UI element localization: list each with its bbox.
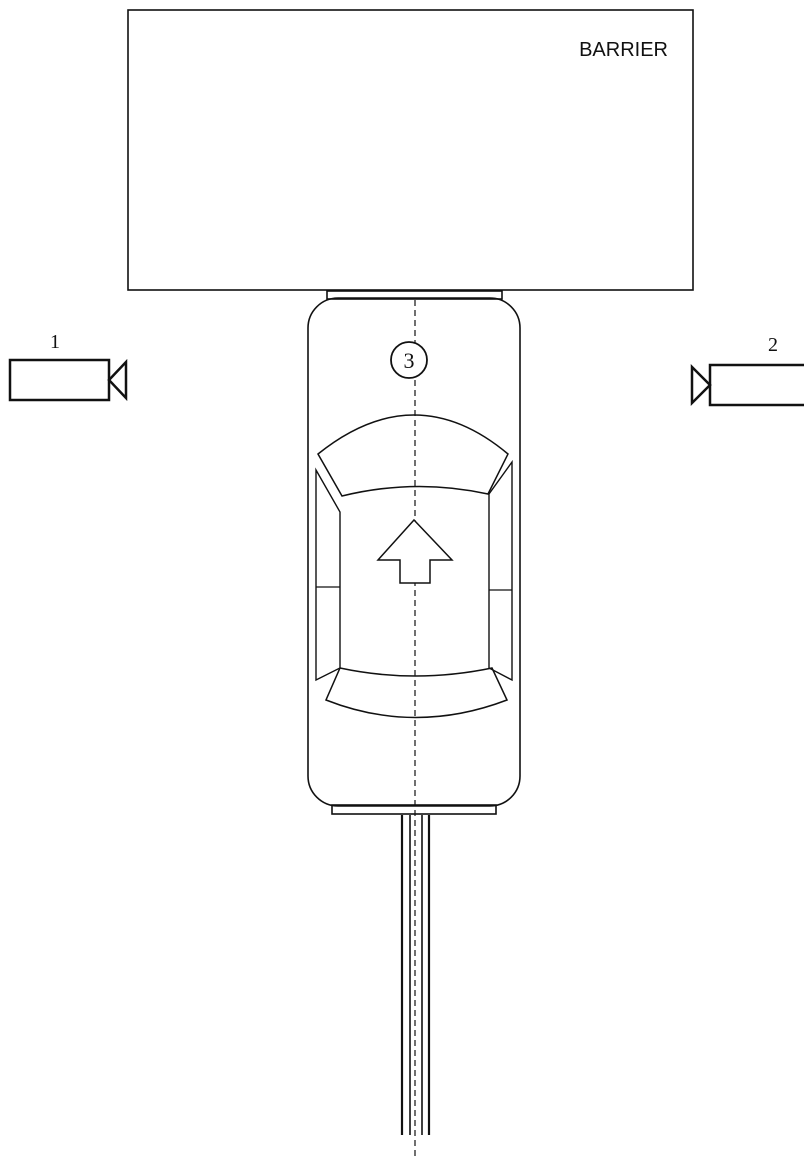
vehicle: 3 xyxy=(307,290,521,1160)
barrier: BARRIER xyxy=(127,9,694,291)
left-side-windows xyxy=(315,467,341,682)
rear-bumper xyxy=(331,804,497,815)
camera-2: 2 xyxy=(690,334,804,407)
tow-rails xyxy=(400,815,431,1135)
barrier-label: BARRIER xyxy=(579,39,668,61)
barrier-box xyxy=(127,9,694,291)
camera-1-body xyxy=(8,358,111,402)
camera-1: 1 xyxy=(8,331,128,402)
camera-1-lens-icon xyxy=(107,358,128,402)
direction-arrow-icon xyxy=(376,518,454,584)
camera-2-label: 2 xyxy=(768,334,778,356)
camera-2-lens-icon xyxy=(690,363,712,407)
vehicle-body xyxy=(307,297,521,807)
rear-window xyxy=(325,667,509,719)
camera-3: 3 xyxy=(390,341,428,379)
camera-3-label: 3 xyxy=(404,348,415,373)
camera-3-circle xyxy=(390,341,428,379)
windshield xyxy=(317,414,509,497)
camera-2-body xyxy=(708,363,804,407)
camera-1-label: 1 xyxy=(50,331,60,353)
right-side-windows xyxy=(488,459,513,682)
front-bumper xyxy=(326,290,503,300)
